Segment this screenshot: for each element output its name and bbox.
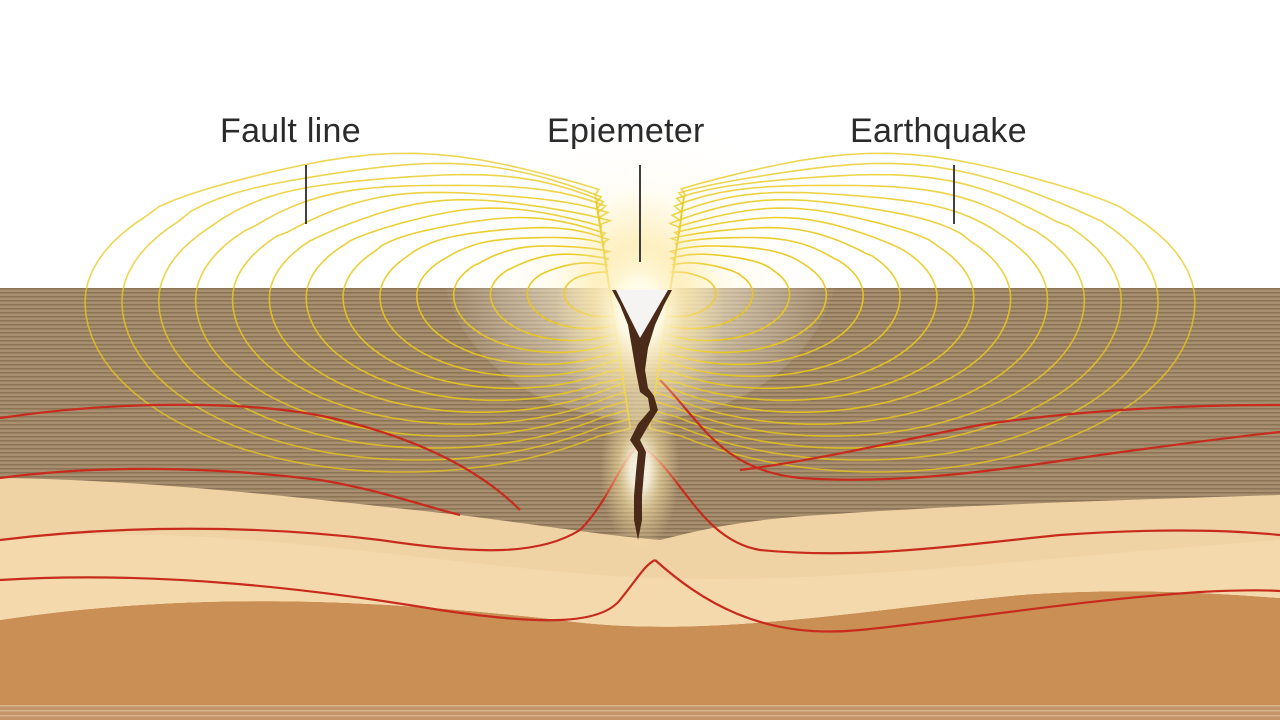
epicenter-core <box>616 290 668 338</box>
seismic-wave-ring <box>121 162 631 461</box>
strain-lines <box>0 379 1280 633</box>
strain-line-3 <box>0 444 641 552</box>
strain-line-6 <box>654 559 1280 633</box>
lower-rock-layer <box>0 591 1280 705</box>
seismic-wave-ring <box>84 152 632 473</box>
seismic-wave-ring <box>231 191 626 425</box>
fault-line-label: Fault line <box>220 112 361 150</box>
strain-line-5 <box>639 444 1280 555</box>
seismic-wave-ring <box>157 173 629 449</box>
fault-crack <box>612 290 672 540</box>
seismic-wave-ring <box>194 184 628 437</box>
earthquake-label: Earthquake <box>850 112 1027 150</box>
strain-line-2 <box>0 467 461 517</box>
middle-sediment-sublayer <box>0 534 1280 627</box>
bedrock-stripes <box>0 702 1280 720</box>
strain-line-8 <box>739 403 1280 472</box>
strain-line-4 <box>0 559 656 622</box>
strain-line-1 <box>0 403 521 511</box>
epicenter-label: Epiemeter <box>547 112 705 150</box>
strain-line-7 <box>659 379 1280 481</box>
